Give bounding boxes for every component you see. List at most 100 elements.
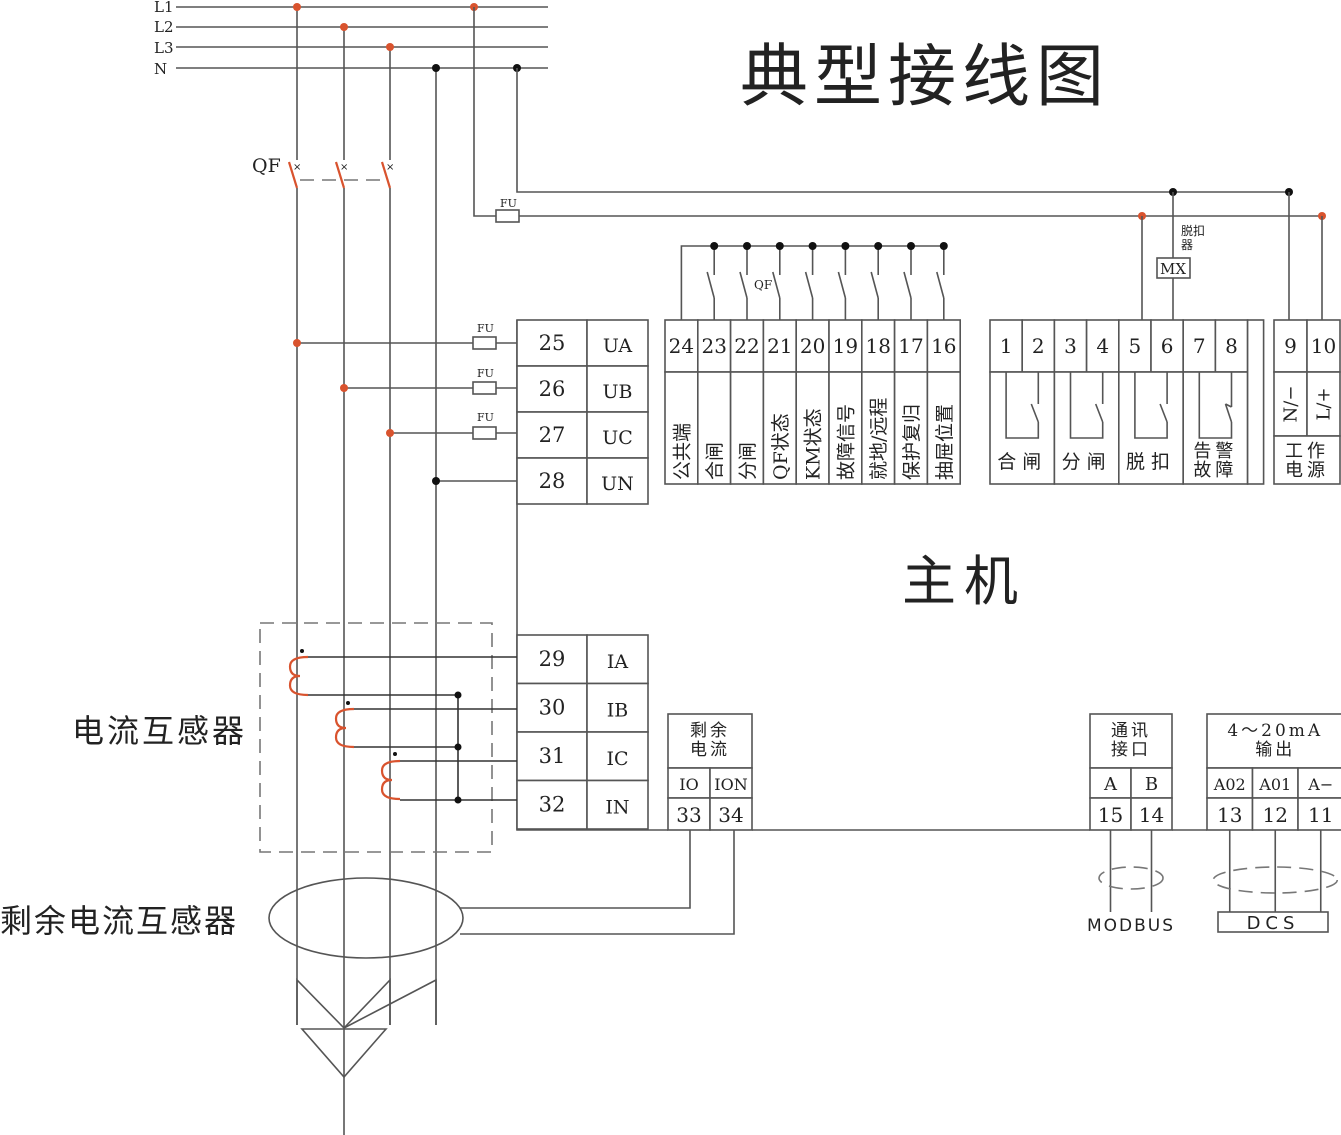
terminal-cell: [1273, 371, 1308, 437]
block-name-line: 接口: [1111, 740, 1151, 760]
ct-label: 电流互感器: [72, 712, 247, 750]
bus-label-l3: L3: [154, 39, 174, 57]
terminal-number: 4: [1096, 334, 1109, 358]
tap-dot: [939, 242, 948, 250]
tap-dot: [454, 691, 462, 699]
terminal-name: 就地/远程: [868, 398, 890, 480]
terminal-number: 22: [734, 334, 759, 358]
digital-input-contacts: QF: [680, 242, 948, 320]
fuse-uc: [472, 426, 497, 440]
power-name-line: 电源: [1285, 460, 1329, 481]
terminal-number: 13: [1217, 803, 1242, 827]
terminal-name: L/+: [1314, 387, 1335, 420]
terminal-cell: [729, 319, 765, 373]
di-contact-blade: [804, 271, 814, 299]
tap-dot: [454, 796, 462, 804]
terminal-cell: [586, 779, 649, 830]
terminal-number: 9: [1284, 334, 1297, 358]
terminal-cell: [516, 634, 588, 685]
di-contact-blade: [706, 271, 715, 299]
rct-wire-2: [460, 830, 735, 935]
terminal-cell: [1085, 319, 1120, 373]
terminal-cell: [664, 371, 699, 485]
terminal-cell: [1214, 319, 1249, 373]
terminal-cell: [1206, 767, 1254, 799]
terminal-name: IC: [606, 748, 628, 770]
terminal-number: 24: [669, 334, 694, 358]
terminal-name: N/−: [1281, 386, 1302, 423]
di-contact-blade: [772, 271, 781, 299]
ground-wire-a: [296, 978, 345, 1029]
terminal-name: B: [1145, 774, 1158, 795]
relay-name: 分闸: [1062, 451, 1112, 473]
terminal-name: 保护复归: [901, 404, 923, 480]
terminal-number: 26: [539, 377, 566, 401]
terminal-number: 30: [539, 696, 566, 720]
relay-name: 合闸: [997, 451, 1047, 473]
terminal-name: ION: [714, 775, 747, 794]
block-name-line: 输出: [1255, 740, 1295, 760]
breaker-label: QF: [252, 155, 281, 177]
block-header: [1089, 713, 1173, 769]
phase-wires: [296, 7, 437, 1135]
relay-contact-loop: [1069, 372, 1104, 439]
fuse-control: [495, 209, 520, 223]
terminal-cell: [989, 371, 1056, 485]
terminal-cell: [516, 457, 588, 505]
relay-name-line: 告警: [1193, 441, 1237, 462]
terminal-cell: [893, 371, 929, 485]
trip-coil: MX 脱扣 器: [1156, 223, 1205, 279]
bus-labels: L1 L2 L3 N: [154, 0, 174, 78]
bus-tap-dots: [293, 3, 521, 72]
relay-contact-loop: [1134, 372, 1168, 439]
terminal-number: 15: [1098, 803, 1123, 827]
bus-label-n: N: [154, 60, 167, 78]
terminal-number: 29: [539, 647, 566, 671]
diagram-title: 典型接线图: [740, 38, 1110, 117]
fuse-ua: [472, 336, 497, 350]
di-contact-blade: [903, 271, 912, 299]
terminal-cell: [586, 682, 649, 733]
relay-name: 脱扣: [1126, 451, 1176, 473]
fuse-ub-label: FU: [477, 367, 494, 380]
terminal-number: 17: [898, 334, 923, 358]
terminal-number: 32: [539, 793, 566, 817]
relay-contact-blade: [1030, 403, 1040, 423]
trip-coil-label-2: 器: [1181, 238, 1193, 252]
fuse-ub: [472, 381, 497, 395]
terminal-cell: [1206, 797, 1254, 831]
terminal-name: IA: [607, 651, 629, 673]
terminal-number: 8: [1225, 334, 1238, 358]
block-header: [667, 713, 753, 769]
terminal-cell: [586, 365, 649, 413]
fuse-uc-label: FU: [477, 411, 494, 424]
modbus-shield: [1098, 866, 1164, 890]
relay-contact-stop: [1225, 403, 1232, 408]
di-contact-blade: [870, 271, 879, 299]
di-contact-blade: [936, 271, 945, 299]
breaker-x-c: ×: [386, 162, 394, 173]
rct-label: 剩余电流互感器: [0, 902, 238, 940]
terminal-cell: [709, 797, 753, 831]
terminal-number: 7: [1193, 334, 1206, 358]
ct-coil-a: [288, 655, 309, 697]
terminal-number: 10: [1311, 334, 1336, 358]
ct-polarity-dot: [393, 752, 397, 756]
terminal-cell: [860, 371, 896, 485]
relay-contact-loop: [1198, 372, 1233, 439]
ground-wire-n: [343, 978, 437, 1029]
di-contact-blade: [739, 271, 748, 299]
terminal-cell: [586, 319, 649, 367]
terminal-number: 11: [1308, 803, 1333, 827]
terminal-number: 33: [676, 803, 701, 827]
tap-dot: [454, 743, 462, 751]
terminal-cell: [667, 767, 711, 799]
terminal-cell: [516, 779, 588, 830]
terminal-cell: [516, 411, 588, 459]
tap-dot: [710, 242, 719, 250]
